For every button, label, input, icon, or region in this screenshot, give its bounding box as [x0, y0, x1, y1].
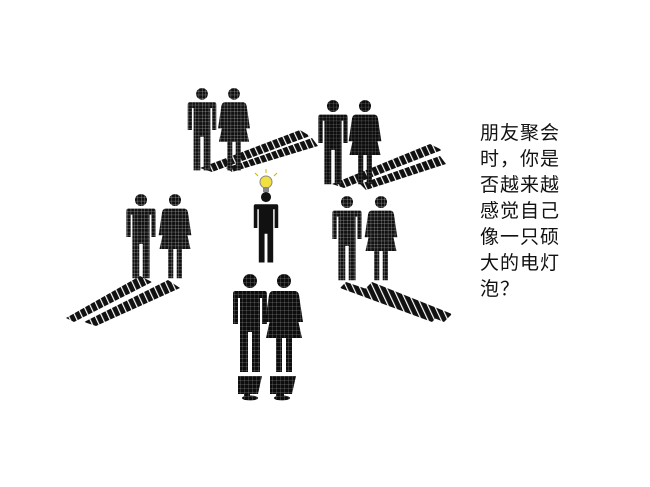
man-figure — [332, 196, 362, 281]
lightbulb-icon — [254, 169, 278, 192]
caption-line: 泡？ — [480, 278, 521, 300]
single-man-with-bulb — [253, 169, 279, 263]
man-figure — [126, 194, 156, 279]
caption-line: 朋友聚会 — [480, 122, 561, 144]
woman-figure — [265, 274, 303, 372]
man-figure — [233, 274, 267, 372]
couple-middle-left — [66, 194, 192, 326]
couple-middle-right — [332, 196, 452, 322]
couple-bottom — [233, 274, 303, 401]
caption-line: 否越来越 — [480, 174, 561, 196]
shadow — [200, 130, 318, 172]
caption-line: 时，你是 — [480, 148, 561, 170]
couple-top-right — [318, 100, 446, 190]
man-figure — [318, 100, 348, 185]
shadow — [340, 282, 452, 322]
caption-text: 朋友聚会 时，你是 否越来越 感觉自己 像一只硕 大的电灯 泡？ — [480, 120, 620, 302]
caption-line: 感觉自己 — [480, 200, 561, 222]
shadow — [238, 376, 296, 401]
caption-line: 大的电灯 — [480, 252, 561, 274]
woman-figure — [158, 194, 192, 279]
woman-figure — [364, 196, 398, 281]
man-figure — [187, 88, 217, 171]
shadow — [332, 144, 446, 190]
shadow — [66, 276, 180, 326]
man-figure — [253, 192, 279, 263]
couple-top-left — [187, 88, 318, 172]
caption-line: 像一只硕 — [480, 226, 561, 248]
